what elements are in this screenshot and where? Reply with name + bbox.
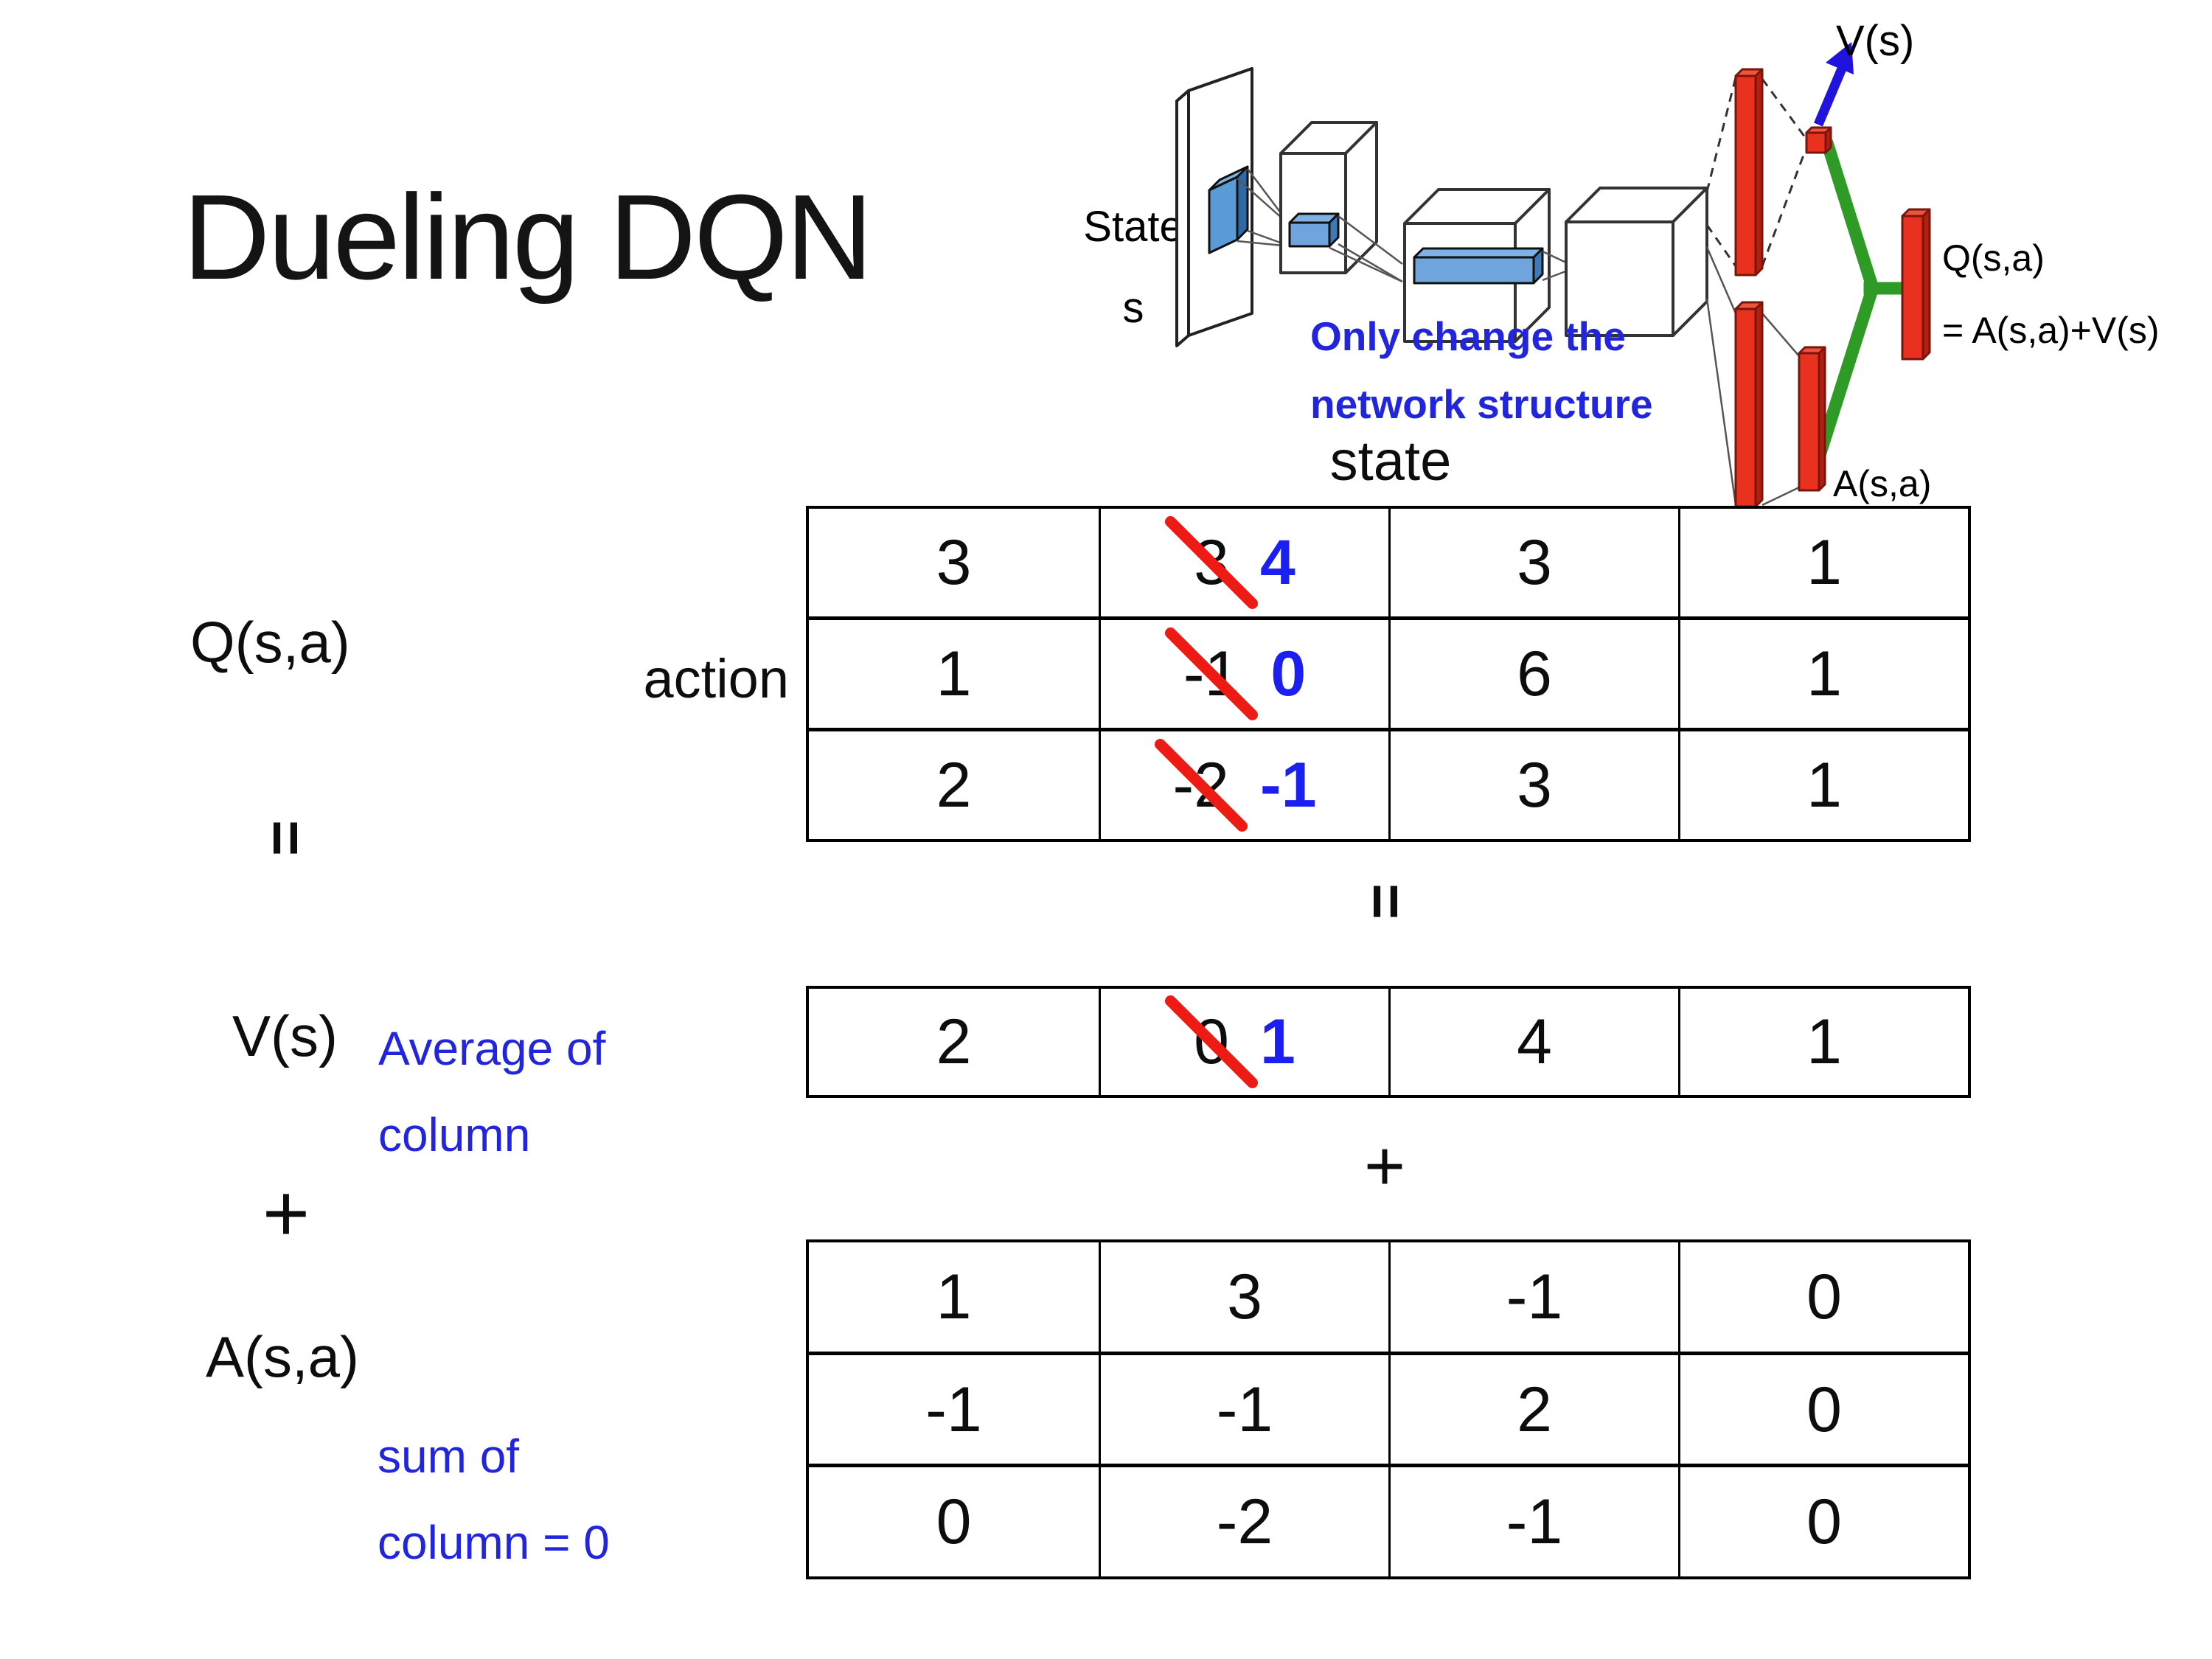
state-s-label: State [1083,203,1183,251]
q-output-bar [1901,208,1931,361]
a-matrix-label: A(s,a) [206,1324,360,1389]
conv-box-1 [1279,121,1378,274]
action-label: action [643,648,789,709]
q-matrix-label: Q(s,a) [190,610,350,675]
feature-bar-1 [1288,212,1340,248]
plus-symbol-left: + [262,1167,310,1259]
diagram-q-label: Q(s,a) [1942,237,2045,279]
equals-symbol-center: = [1352,883,1422,919]
value-fc-bar [1734,68,1764,276]
advantage-fc-bar [1734,301,1764,508]
state-s-sub-label: s [1123,284,1144,332]
table-row: 1 3 -1 0 [809,1242,1968,1352]
table-row: 3 3 4 3 1 [809,509,1968,616]
a-note-line1: sum of [378,1430,520,1483]
q-table: 3 3 4 3 1 1 -1 0 6 1 2 -2 -1 3 1 [806,506,1971,842]
a-note-line2: column = 0 [378,1516,610,1569]
advantage-vector-bar [1798,346,1826,492]
table-row: 2 -2 -1 3 1 [809,728,1968,839]
v-note-line1: Average of [378,1022,606,1075]
diagram-q-formula: = A(s,a)+V(s) [1942,310,2160,351]
value-scalar-box [1805,126,1832,154]
conv-lines-2 [1329,215,1403,283]
page-title: Dueling DQN [183,170,873,305]
value-arrow-icon [1814,42,1854,127]
diagram-a-label: A(s,a) [1833,463,1931,504]
network-diagram: State s [1083,17,2160,508]
v-note-line2: column [378,1108,531,1161]
diagram-note-line2: network structure [1310,381,1653,427]
plus-symbol-center: + [1363,1127,1406,1206]
table-row: 1 -1 0 6 1 [809,616,1968,728]
conv-lines-3 [1542,250,1568,282]
advantage-stream-lines [1705,246,1800,507]
table-row: 2 0 1 4 1 [809,989,1968,1095]
table-row: -1 -1 2 0 [809,1351,1968,1464]
equals-symbol-left: = [251,819,321,856]
fc-box [1565,187,1708,337]
state-header: state [1329,430,1452,493]
v-matrix-label: V(s) [232,1004,338,1068]
value-stream-lines [1705,77,1806,267]
diagram-v-label: V(s) [1836,17,1914,65]
a-table: 1 3 -1 0 -1 -1 2 0 0 -2 -1 0 [806,1239,1971,1579]
feature-bar-2 [1413,247,1544,285]
table-row: 0 -2 -1 0 [809,1464,1968,1577]
v-table: 2 0 1 4 1 [806,986,1971,1098]
diagram-note-line1: Only change the [1310,313,1626,359]
